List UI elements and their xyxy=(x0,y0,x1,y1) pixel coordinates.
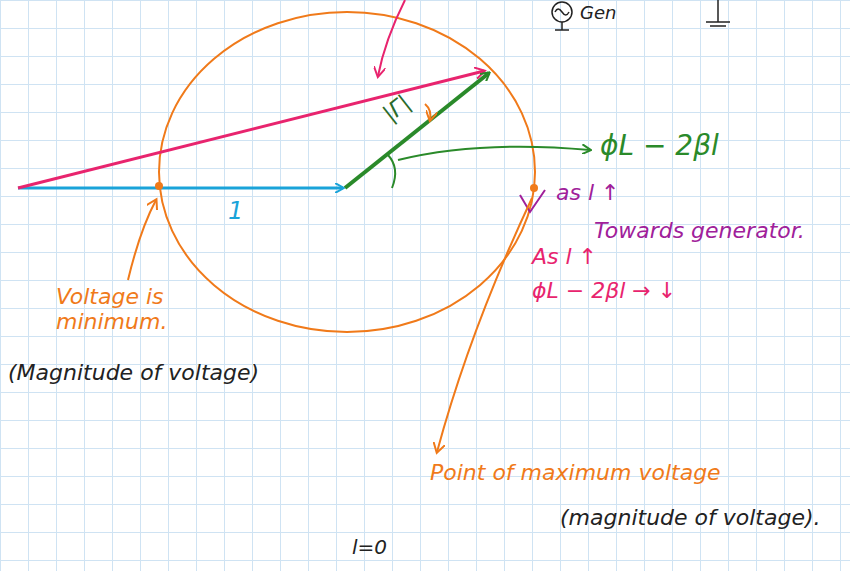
small-arrow xyxy=(425,104,430,120)
angle-arc xyxy=(388,155,395,188)
direction-note: Towards generator. xyxy=(594,218,805,243)
magnitude-label: 1 xyxy=(228,198,243,226)
generator-ground xyxy=(555,22,569,30)
min-note: (Magnitude of voltage) xyxy=(8,360,259,385)
direction-note: as l ↑ xyxy=(556,180,619,205)
max-point xyxy=(530,184,538,192)
angle-leader xyxy=(398,147,590,160)
gamma-phasor xyxy=(345,73,489,188)
min-leader xyxy=(128,200,156,280)
phase-note: ϕL − 2βl → ↓ xyxy=(532,278,676,303)
unit-circle xyxy=(159,12,535,332)
generator-label: Gen xyxy=(580,3,616,24)
pointer-arrow xyxy=(378,0,405,76)
unit-phasor xyxy=(18,187,343,190)
max-leader xyxy=(437,198,532,452)
phase-label: ϕL − 2βl xyxy=(600,130,719,162)
position-label: l=0 xyxy=(352,536,387,559)
max-label: Point of maximum voltage xyxy=(430,460,721,485)
resultant-phasor xyxy=(18,71,484,188)
ground-symbol xyxy=(706,0,730,26)
min-point xyxy=(155,182,163,190)
generator-wave xyxy=(555,9,569,15)
min-label: Voltage is minimum. xyxy=(56,284,206,335)
direction-note: As l ↑ xyxy=(532,244,597,269)
generator-symbol xyxy=(552,2,572,22)
rotation-mark xyxy=(520,190,545,212)
max-note: (magnitude of voltage). xyxy=(560,505,821,530)
